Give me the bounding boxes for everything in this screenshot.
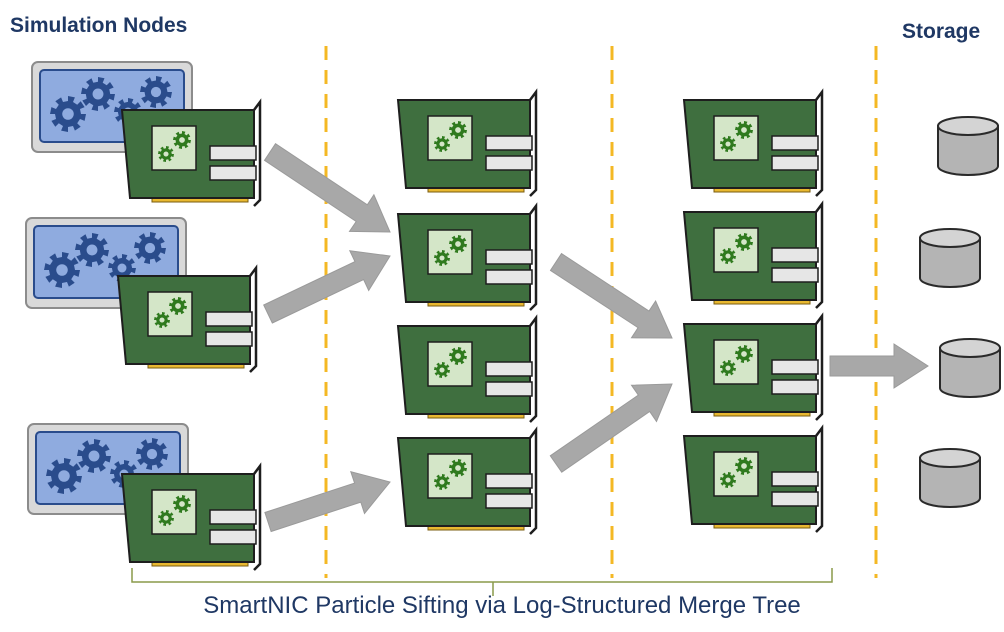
smartnic-card-2 (116, 264, 258, 373)
smartnic-card-5 (396, 202, 538, 311)
chip-gears-icon (158, 131, 191, 162)
chip-gears-icon (154, 297, 187, 328)
network-port (485, 493, 533, 509)
flow-arrow-2 (263, 250, 391, 324)
chip-gears-icon (720, 457, 753, 488)
network-port (205, 311, 253, 327)
caption-bracket (131, 568, 833, 596)
network-port (485, 361, 533, 377)
network-port (209, 529, 257, 545)
chip-gears-icon (720, 345, 753, 376)
chip-gears-icon (434, 347, 467, 378)
flow-arrow-4 (549, 252, 673, 339)
smartnic-card-7 (396, 426, 538, 535)
flow-arrow-5 (549, 383, 673, 473)
network-port (771, 267, 819, 283)
flow-arrow-3 (264, 470, 391, 533)
smartnic-card-10 (682, 312, 824, 421)
network-port (485, 249, 533, 265)
smartnic-card-1 (120, 98, 262, 207)
network-port (209, 509, 257, 525)
network-port (209, 165, 257, 181)
network-port (209, 145, 257, 161)
network-port (485, 381, 533, 397)
network-port (771, 135, 819, 151)
network-port (485, 269, 533, 285)
network-port (485, 473, 533, 489)
storage-cylinder-icon-1 (937, 116, 999, 176)
storage-title: Storage (902, 20, 981, 43)
storage-cylinder-icon-4 (919, 448, 981, 508)
network-port (485, 155, 533, 171)
network-port (771, 359, 819, 375)
network-port (205, 331, 253, 347)
diagram-caption: SmartNIC Particle Sifting via Log-Struct… (203, 592, 801, 619)
chip-gears-icon (720, 233, 753, 264)
network-port (771, 471, 819, 487)
smartnic-card-9 (682, 200, 824, 309)
flow-arrow-6 (829, 343, 929, 389)
network-port (771, 155, 819, 171)
flow-arrow-1 (263, 143, 391, 233)
smartnic-card-3 (120, 462, 262, 571)
chip-gears-icon (720, 121, 753, 152)
smartnic-card-6 (396, 314, 538, 423)
network-port (485, 135, 533, 151)
network-port (771, 247, 819, 263)
network-port (771, 379, 819, 395)
network-port (771, 491, 819, 507)
chip-gears-icon (434, 121, 467, 152)
simulation-gears-icon (44, 232, 166, 288)
smartnic-card-4 (396, 88, 538, 197)
chip-gears-icon (434, 235, 467, 266)
storage-cylinder-icon-2 (919, 228, 981, 288)
simulation-nodes-title: Simulation Nodes (10, 14, 188, 37)
chip-gears-icon (434, 459, 467, 490)
smartnic-card-11 (682, 424, 824, 533)
storage-cylinder-icon-3 (939, 338, 1001, 398)
smartnic-card-8 (682, 88, 824, 197)
chip-gears-icon (158, 495, 191, 526)
